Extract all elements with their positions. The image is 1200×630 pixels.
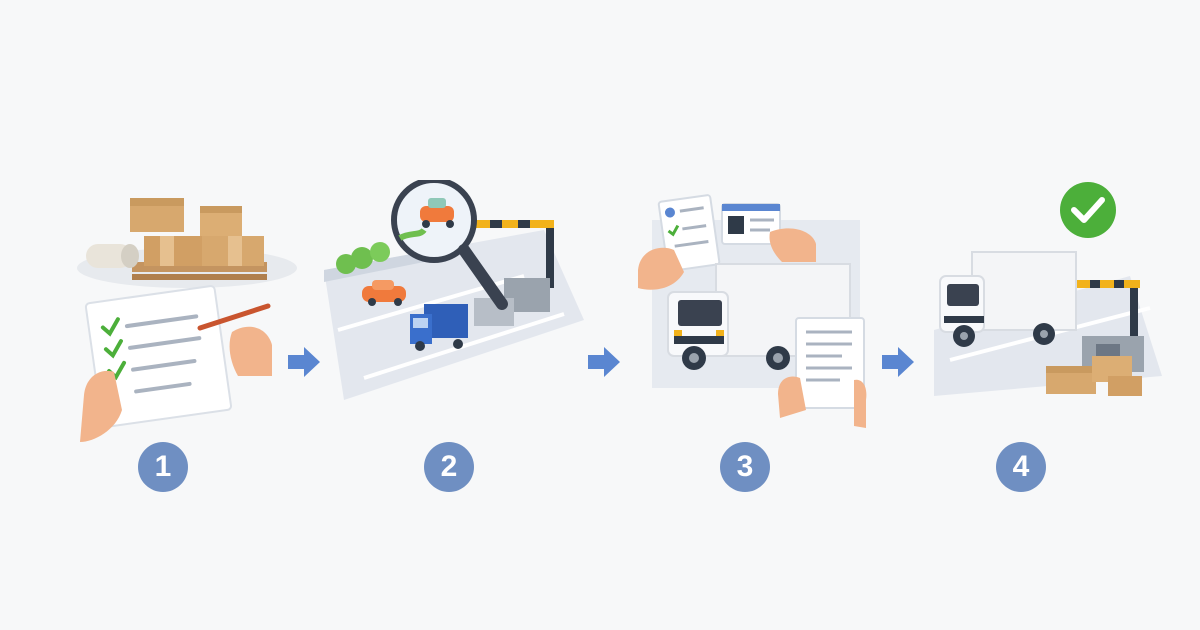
arrow-right-icon <box>588 347 620 377</box>
checkmark-icon <box>1060 182 1116 238</box>
step-number-badge: 3 <box>720 442 770 492</box>
arrow-right-icon <box>882 347 914 377</box>
step-3-illustration <box>630 180 890 450</box>
magnifier-over-checkpoint-road-icon <box>324 180 584 400</box>
arrow-right-icon <box>288 347 320 377</box>
step-4-illustration <box>930 180 1190 450</box>
documents-and-truck-icon <box>638 194 867 428</box>
step-number-badge: 1 <box>138 442 188 492</box>
truck-cleared-at-gate-icon <box>934 182 1162 396</box>
step-2-illustration <box>324 180 584 450</box>
step-number-badge: 4 <box>996 442 1046 492</box>
clipboard-checklist-with-boxes-icon <box>77 198 297 442</box>
step-number-badge: 2 <box>424 442 474 492</box>
step-1-illustration <box>72 180 332 450</box>
